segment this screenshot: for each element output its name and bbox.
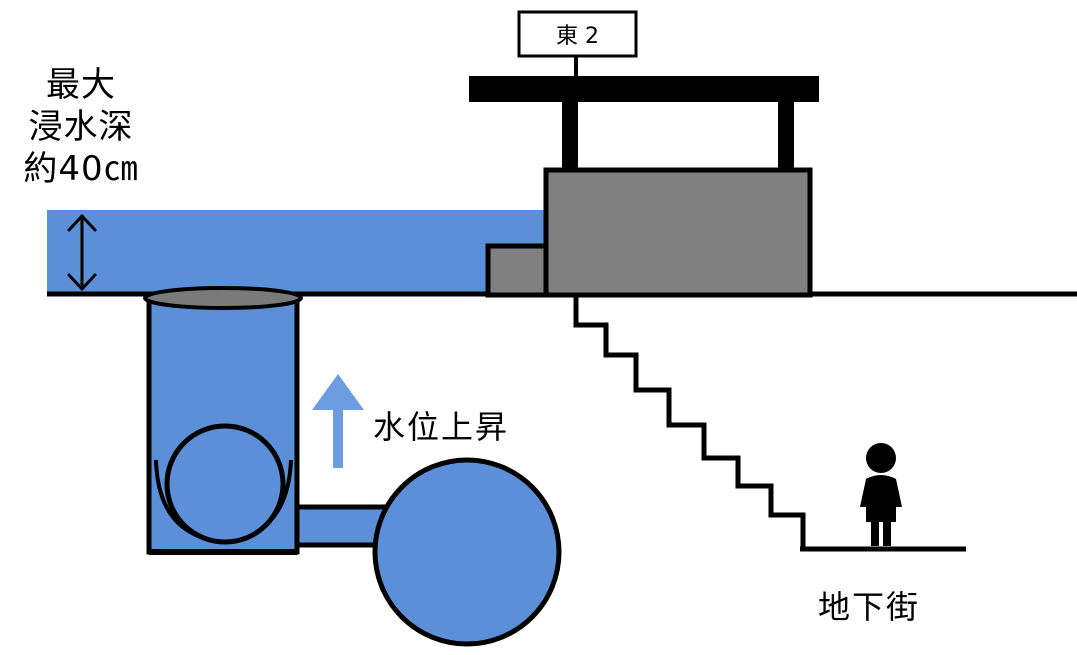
up-arrow-icon: [312, 374, 364, 468]
double-arrow-icon: [67, 214, 97, 291]
max-depth-label: 最大 浸水深 約40㎝: [6, 64, 156, 190]
underground-mall-label: 地下街: [818, 588, 921, 626]
max-depth-line-3: 約40㎝: [23, 149, 139, 189]
inner-pipe: [164, 423, 286, 545]
flood-water: [47, 210, 547, 295]
sign-label: 東 2: [556, 24, 599, 49]
water-rise-label: 水位上昇: [373, 408, 510, 446]
max-depth-line-1: 最大: [46, 65, 116, 105]
entrance-step: [485, 243, 549, 298]
connector-pipe: [289, 504, 390, 548]
sign-board: [517, 10, 638, 58]
underground-stairs: [573, 297, 806, 549]
station-building: [543, 167, 813, 298]
station-canopy: [469, 56, 819, 170]
large-sewer-pipe: [372, 457, 562, 647]
max-depth-line-2: 浸水深: [28, 107, 134, 147]
person-icon: [860, 443, 902, 546]
manhole-cover: [143, 286, 303, 310]
